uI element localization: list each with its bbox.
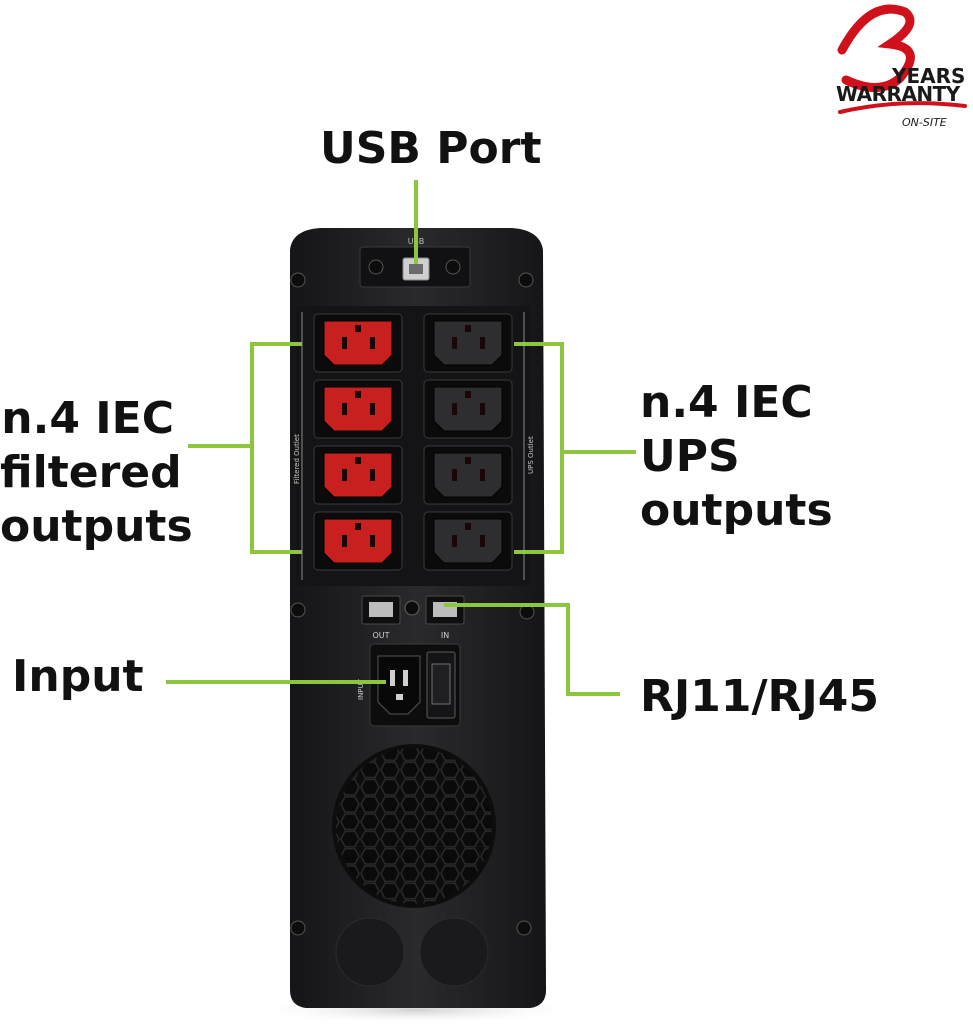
rj-out-port [369,602,393,617]
filtered-outlets [313,313,403,571]
input-callout: Input [12,651,144,702]
warranty-swoosh-graphic [837,4,967,114]
usb-screw-left [368,259,384,275]
ups-outlet [423,445,513,505]
ups-outputs-callout: n.4 IEC UPS outputs [640,376,833,538]
fan-grille [336,748,492,904]
screw [516,920,532,936]
ups-outputs-line-2: UPS [640,431,740,482]
ups-outputs-line-3: outputs [640,485,833,536]
rubber-foot-left [335,917,405,987]
screw [518,272,534,288]
filtered-outlet [313,313,403,373]
screw [519,604,535,620]
rj-out-silkscreen: OUT [372,631,389,640]
filtered-outlet [313,445,403,505]
ups-outlet [423,511,513,571]
ups-outlets [423,313,513,571]
filtered-outputs-line-1: n.4 IEC [1,393,174,444]
rj-in-silkscreen: IN [441,631,449,640]
usb-port-inner [409,264,423,274]
ups-bracket [514,342,564,554]
usb-port-callout: USB Port [320,123,542,174]
input-silkscreen: INPUT [357,678,365,700]
warranty-years-text: YEARS [892,64,966,88]
screw [290,272,306,288]
ups-outputs-line-1: n.4 IEC [640,377,813,428]
filtered-outputs-callout: n.4 IEC filtered outputs [0,392,193,554]
filtered-outlet-silkscreen: Filtered Outlet [293,434,301,484]
usb-screw-right [445,259,461,275]
rj-callout: RJ11/RJ45 [640,671,880,722]
rubber-foot-right [419,917,489,987]
ups-outlet [423,313,513,373]
iec-input-inlet [377,655,421,715]
filtered-outlet [313,511,403,571]
ups-outlet-silkscreen: UPS Outlet [527,436,535,474]
leader-lines [166,180,636,696]
ground-screw [404,600,420,616]
warranty-onsite-text: ON-SITE [902,116,947,129]
screw [290,920,306,936]
screw [290,602,306,618]
ups-outlet [423,379,513,439]
filtered-outputs-line-3: outputs [0,501,193,552]
filtered-outputs-line-2: filtered [0,447,182,498]
warranty-word-text: WARRANTY [836,82,960,106]
filtered-outlet [313,379,403,439]
rj-leader [444,603,620,696]
